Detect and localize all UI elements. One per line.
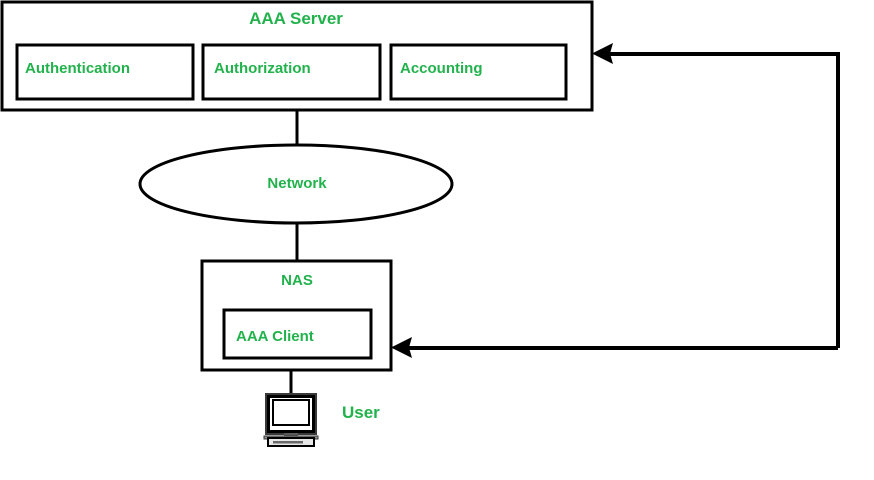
network-label: Network xyxy=(267,175,327,192)
authentication-label: Authentication xyxy=(25,60,130,77)
user-label: User xyxy=(342,403,380,422)
authentication-box xyxy=(15,43,195,101)
authorization-box xyxy=(201,43,382,101)
accounting-box xyxy=(389,43,568,101)
arrow-to-aaa-server xyxy=(592,43,838,64)
authorization-label: Authorization xyxy=(214,60,311,77)
aaa-server-title: AAA Server xyxy=(249,9,343,28)
aaa-client-box xyxy=(222,308,373,360)
desktop-computer-icon xyxy=(263,393,319,447)
nas-label: NAS xyxy=(281,272,313,289)
accounting-label: Accounting xyxy=(400,60,483,77)
aaa-client-label: AAA Client xyxy=(236,328,314,345)
arrow-to-nas xyxy=(391,337,838,358)
